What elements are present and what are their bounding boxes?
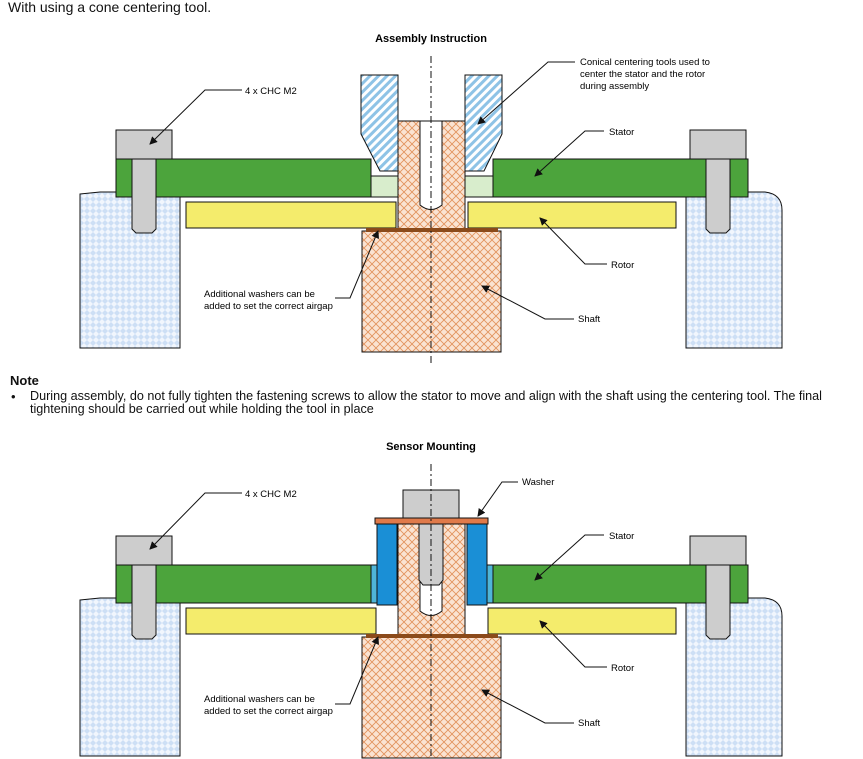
tool-label-line2: center the stator and the rotor [580, 69, 705, 80]
stator-gap-right [464, 175, 494, 198]
stator-label: Stator [609, 531, 634, 542]
shaft-label: Shaft [578, 718, 601, 729]
cone-tool-left [360, 74, 399, 172]
screws-leader [149, 89, 242, 145]
stator-left [115, 564, 372, 604]
left-support-block [79, 597, 181, 757]
screw-left [115, 129, 173, 234]
washers-leader [335, 636, 379, 705]
rotor-right [467, 201, 677, 229]
washers-label-line2: added to set the correct airgap [204, 301, 333, 312]
washer-strip [366, 228, 498, 232]
left-support-block [79, 191, 181, 349]
rotor-left [185, 201, 397, 229]
tool-label-line3: during assembly [580, 81, 649, 92]
washers-label-line1: Additional washers can be [204, 694, 315, 705]
stator-leader [534, 130, 604, 177]
right-support-block [685, 597, 783, 757]
sensor-mounting-diagram: Sensor Mounting 4 x CHC M2 Washer Stator [79, 441, 783, 759]
rotor-label: Rotor [611, 663, 634, 674]
washers-leader [335, 230, 379, 299]
screws-leader [149, 492, 242, 550]
rotor-left [185, 607, 377, 635]
intro-text: With using a cone centering tool. [8, 0, 212, 15]
assembly-instruction-diagram: Assembly Instruction 4 x CHC M2 Conical … [79, 33, 783, 366]
note-bullet: • [11, 389, 16, 404]
screw-right [689, 129, 747, 234]
cone-tool-right [464, 74, 503, 172]
stator-gap-right [486, 564, 494, 604]
washer-label: Washer [522, 477, 554, 488]
washers-label-line2: added to set the correct airgap [204, 706, 333, 717]
rotor-label: Rotor [611, 260, 634, 271]
sensor-ring-left [376, 523, 398, 606]
shaft-leader [481, 285, 574, 320]
stator-leader [534, 534, 604, 581]
figure-title: Assembly Instruction [375, 33, 487, 45]
screws-label: 4 x CHC M2 [245, 86, 297, 97]
screws-label: 4 x CHC M2 [245, 489, 297, 500]
stator-gap-left [370, 175, 399, 198]
shaft-leader [481, 689, 574, 724]
note-text: During assembly, do not fully tighten th… [30, 389, 822, 416]
rotor-leader [539, 217, 607, 265]
stator-label: Stator [609, 127, 634, 138]
tool-leader [477, 61, 575, 125]
screw-right [689, 535, 747, 640]
stator-gap-left [370, 564, 378, 604]
tool-label-line1: Conical centering tools used to [580, 57, 710, 68]
stator-left [115, 158, 372, 198]
right-support-block [685, 191, 783, 349]
screw-left [115, 535, 173, 640]
rotor-right [487, 607, 677, 635]
rotor-leader [539, 620, 607, 668]
washer-strip [366, 634, 498, 638]
washers-label-line1: Additional washers can be [204, 289, 315, 300]
washer-leader [477, 481, 518, 517]
figure-title: Sensor Mounting [386, 441, 476, 453]
shaft-label: Shaft [578, 314, 601, 325]
note-title: Note [10, 373, 39, 388]
sensor-ring-right [466, 523, 488, 606]
